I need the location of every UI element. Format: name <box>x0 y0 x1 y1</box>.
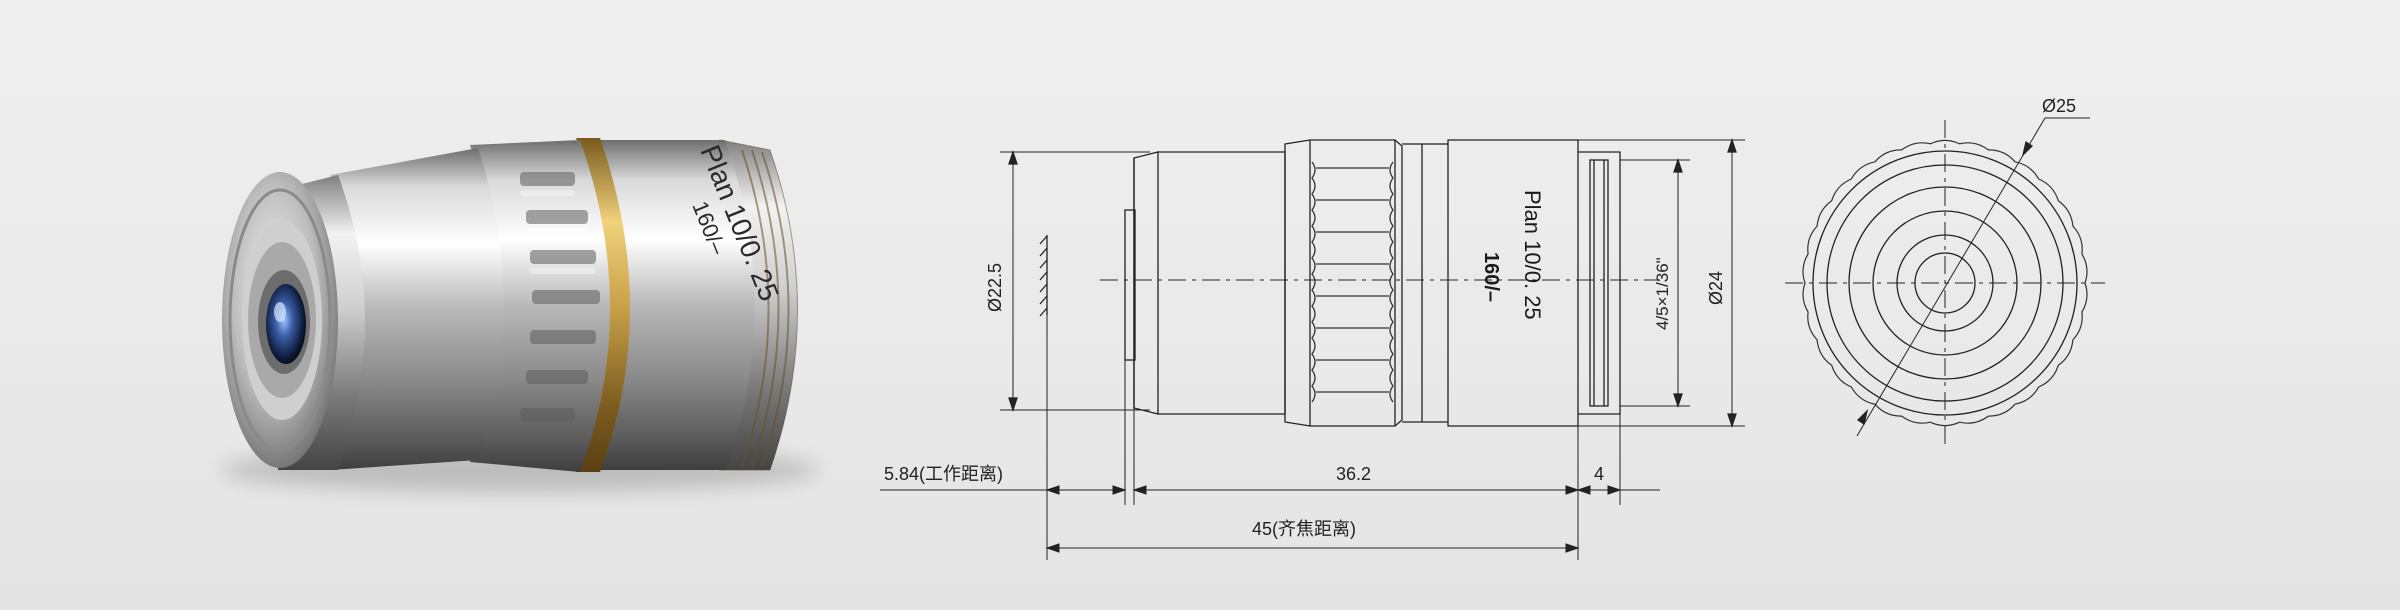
dim-working-distance-label: 5.84(工作距离) <box>884 464 1003 484</box>
dim-length-body-label: 36.2 <box>1336 464 1371 484</box>
main-barrel <box>330 148 504 470</box>
drawing-engraving-line-2: 160/– <box>1480 252 1502 302</box>
knurled-grip <box>470 140 610 472</box>
end-view-drawing: Ø25 <box>1785 96 2105 445</box>
end-diameter-label: Ø25 <box>2042 96 2076 116</box>
gold-band <box>576 138 630 472</box>
side-view-drawing: Plan 10/0. 25 160/– Ø22.5 <box>880 137 1745 560</box>
knurl-scallops <box>1802 139 2088 427</box>
dim-thread-label: 4/5×1/36" <box>1653 257 1672 330</box>
dim-body-diameter <box>1578 137 1745 429</box>
knurl-scallop-path <box>1802 139 2088 427</box>
dim-thread <box>1620 157 1690 409</box>
front-lens-glass <box>266 284 306 364</box>
dim-front-diameter <box>1000 149 1150 413</box>
dim-row-2 <box>1045 543 1580 553</box>
object-plane-hatch <box>1039 235 1048 317</box>
dim-row-1 <box>880 485 1660 495</box>
diameter-leader <box>1856 117 2046 437</box>
dim-length-thread-label: 4 <box>1594 464 1604 484</box>
dim-body-diameter-label: Ø24 <box>1706 271 1726 305</box>
dim-front-diameter-label: Ø22.5 <box>985 263 1005 312</box>
objective-lens-render: Plan 10/0. 25 160/– <box>220 138 820 492</box>
front-face <box>222 172 338 468</box>
drawing-engraving-line-1: Plan 10/0. 25 <box>1520 190 1545 320</box>
dim-parfocal-label: 45(齐焦距离) <box>1252 519 1356 539</box>
